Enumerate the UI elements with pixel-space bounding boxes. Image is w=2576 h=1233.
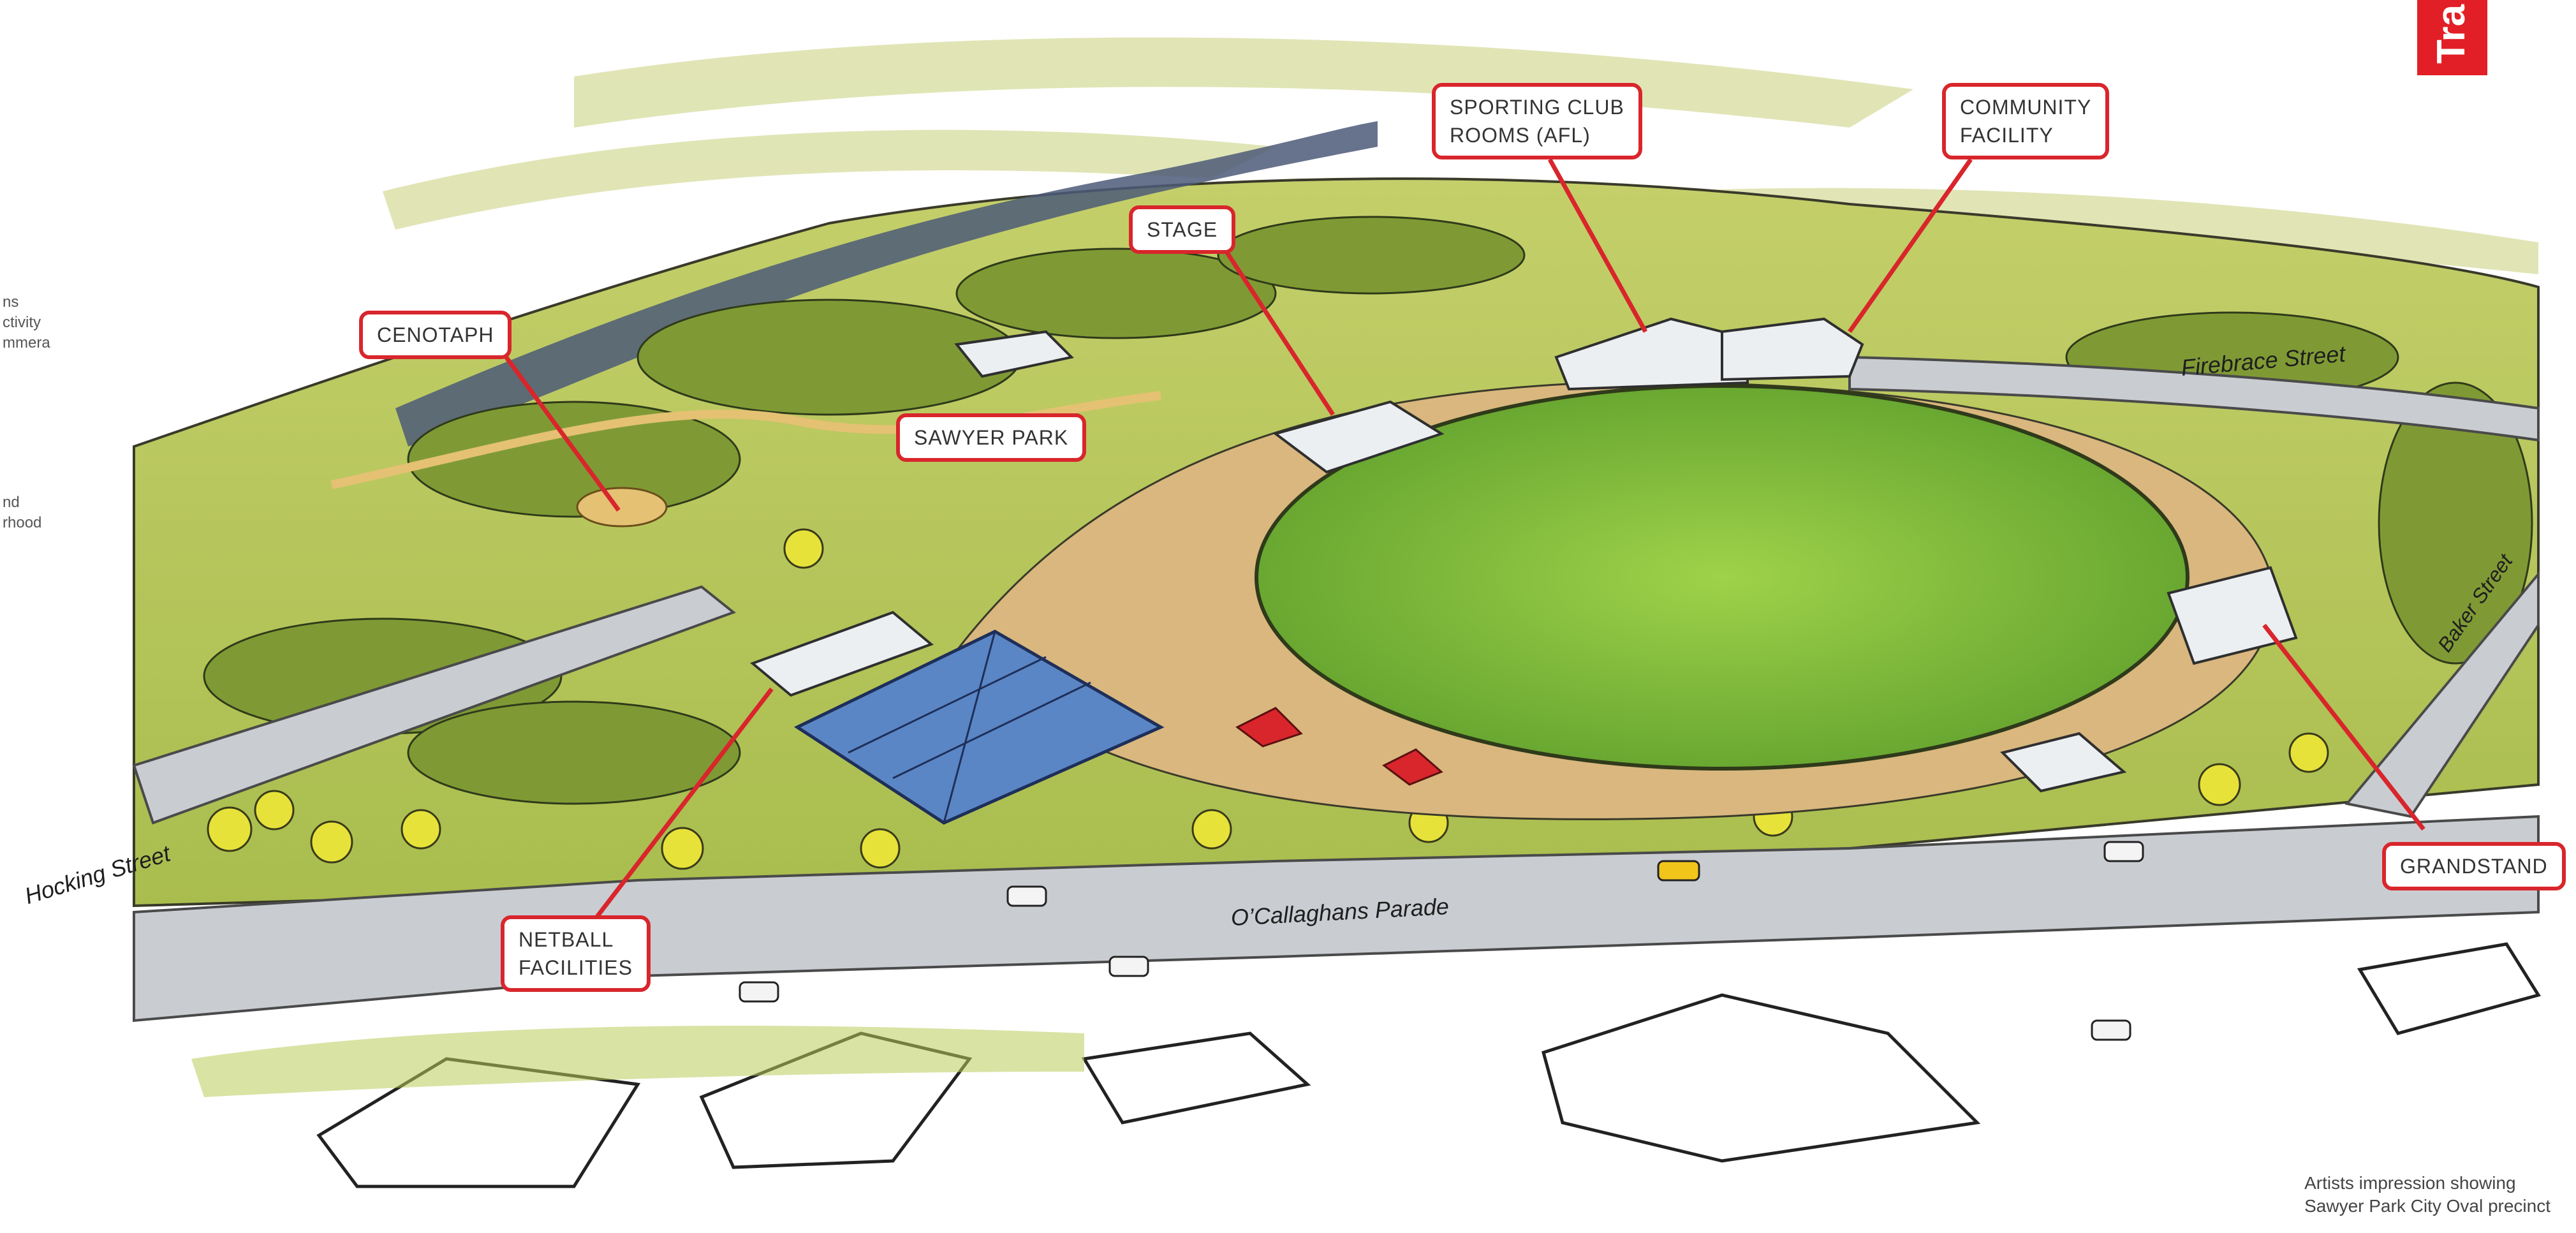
edge-text-line-3: mmera [3, 334, 50, 351]
marquees [1235, 707, 1443, 786]
cars [739, 841, 2144, 1041]
callout-netball-line-2: FACILITIES [519, 956, 633, 979]
section-tab: Tra [2417, 0, 2487, 75]
community-facility-leader-line [1848, 158, 1973, 334]
netball-clubhouse-building [750, 610, 934, 697]
foreground-houses [316, 942, 2541, 1188]
callout-sporting-club-line-1: SPORTING CLUB [1450, 96, 1624, 119]
ocallaghans-parade-road [133, 815, 2540, 1023]
callout-netball-line-1: NETBALL [519, 928, 614, 951]
callout-leaders [502, 158, 2425, 924]
callout-stage-text: STAGE [1147, 218, 1218, 241]
edge-text-line-4: nd [3, 494, 20, 511]
netball-court-lines [848, 631, 1091, 823]
callout-cenotaph-text: CENOTAPH [377, 323, 494, 346]
section-tab-text: Tra [2429, 4, 2473, 64]
callout-sawyer-park: SAWYER PARK [896, 413, 1087, 462]
community-facility-building [1721, 317, 1864, 381]
callout-sawyer-park-text: SAWYER PARK [914, 426, 1069, 449]
edge-text-line-2: ctivity [3, 314, 41, 331]
callout-community-facility: COMMUNITY FACILITY [1942, 83, 2110, 159]
cenotaph-plaza [576, 487, 668, 528]
callout-stage: STAGE [1129, 205, 1236, 254]
foreground-lawn [191, 1026, 1084, 1097]
callout-cenotaph: CENOTAPH [359, 311, 512, 359]
callout-sporting-club-rooms: SPORTING CLUB ROOMS (AFL) [1432, 83, 1642, 159]
callout-netball-facilities: NETBALL FACILITIES [501, 915, 651, 992]
baker-street-road [2344, 570, 2540, 818]
edge-text-line-1: ns [3, 293, 19, 311]
callout-community-line-1: COMMUNITY [1960, 96, 2092, 119]
callout-community-line-2: FACILITY [1960, 124, 2054, 147]
pavilion-building [2000, 732, 2127, 793]
netball-courts [793, 630, 1165, 825]
stage-building [1272, 400, 1445, 474]
cenotaph-leader-line [502, 352, 621, 512]
hocking-street-road [132, 585, 737, 825]
grandstand-building [2167, 566, 2298, 665]
callout-grandstand-text: GRANDSTAND [2400, 855, 2548, 878]
sporting-club-leader-line [1547, 158, 1648, 333]
callout-sporting-club-line-2: ROOMS (AFL) [1450, 124, 1591, 147]
grandstand-leader-line [2262, 623, 2425, 831]
image-caption: Artists impression showing Sawyer Park C… [2304, 1172, 2550, 1218]
tree-clusters [203, 216, 2533, 805]
callout-grandstand: GRANDSTAND [2382, 842, 2566, 890]
caption-line-1: Artists impression showing [2304, 1173, 2516, 1193]
edge-text-line-5: rhood [3, 514, 42, 531]
park-building [954, 330, 1075, 378]
netball-leader-line [591, 687, 774, 924]
buildings [750, 317, 2298, 793]
yellow-trees [207, 528, 2329, 870]
sports-oval [1255, 384, 2190, 771]
stage-leader-line [1223, 247, 1335, 416]
yellow-car [1657, 860, 1700, 882]
firebrace-street-road [1848, 355, 2540, 442]
caption-line-2: Sawyer Park City Oval precinct [2304, 1196, 2550, 1216]
